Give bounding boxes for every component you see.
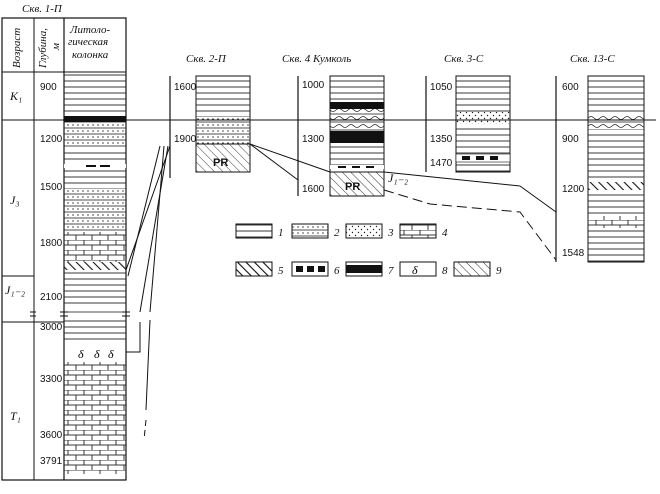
well-2-depth-1600: 1600 (174, 82, 197, 93)
svg-text:1: 1 (278, 227, 284, 239)
legend-item-6: 6 (291, 261, 340, 277)
legend-item-5: 5 (235, 261, 284, 277)
well-2-pr: PR (213, 157, 228, 169)
well-13-depth-1200: 1200 (562, 184, 585, 195)
well-4-depth-1600: 1600 (302, 184, 325, 195)
well-2-depth-1900: 1900 (174, 134, 197, 145)
svg-text:3300: 3300 (40, 374, 63, 385)
svg-text:3: 3 (387, 227, 394, 239)
age-j12: J₁₋₂ (5, 283, 25, 297)
svg-text:1800: 1800 (40, 238, 63, 249)
well-4-depth-1300: 1300 (302, 134, 325, 145)
svg-text:δ: δ (78, 347, 84, 361)
header-lith-2: гическая (68, 36, 108, 48)
svg-text:2100: 2100 (40, 292, 63, 303)
well-3-depth-1350: 1350 (430, 134, 453, 145)
svg-text:2: 2 (334, 227, 340, 239)
legend-item-8: δ 8 (399, 261, 448, 277)
well-3-depth-1050: 1050 (430, 82, 453, 93)
svg-text:900: 900 (40, 82, 57, 93)
well-1-title: Скв. 1-П (22, 3, 63, 15)
legend-item-7: 7 (345, 261, 394, 277)
svg-text:4: 4 (442, 227, 448, 239)
legend-item-2: 2 (291, 223, 340, 239)
well-3-column (425, 75, 511, 173)
svg-text:δ: δ (94, 347, 100, 361)
well-13-title: Скв. 13-С (570, 53, 615, 65)
section-age-j12: J₁₋₂ (388, 171, 408, 185)
age-j3: J₃ (10, 193, 20, 207)
svg-text:9: 9 (496, 265, 502, 277)
well-13-column (555, 75, 645, 263)
svg-text:7: 7 (388, 265, 394, 277)
header-age: Возраст (11, 28, 23, 68)
well-3-depth-1470: 1470 (430, 158, 453, 169)
header-depth: Глубина, (37, 28, 49, 69)
svg-text:3000: 3000 (40, 322, 63, 333)
svg-text:1500: 1500 (40, 182, 63, 193)
well-1-depths: 900 1200 1500 1800 2100 3000 3300 3600 3… (40, 82, 63, 467)
well-3-title: Скв. 3-С (444, 53, 484, 65)
well-4-pr: PR (345, 181, 360, 193)
legend: 1 2 3 4 5 6 7 (235, 223, 502, 277)
well-4-column: PR (297, 75, 385, 197)
svg-text:δ: δ (412, 263, 418, 277)
well-2-title: Скв. 2-П (186, 53, 227, 65)
header-lith-1: Литоло- (69, 24, 111, 36)
age-t1: T₁ (10, 409, 21, 423)
legend-item-9: 9 (453, 261, 502, 277)
well-2-column: PR (169, 75, 251, 178)
legend-item-1: 1 (235, 223, 284, 239)
well-1-breaks (30, 311, 130, 317)
well-1-lithology: δ δ δ (64, 72, 126, 474)
svg-text:3600: 3600 (40, 430, 63, 441)
header-lith-3: колонка (72, 49, 109, 61)
legend-item-4: 4 (399, 223, 448, 239)
svg-text:6: 6 (334, 265, 340, 277)
header-depth-unit: м (50, 43, 62, 51)
svg-text:1200: 1200 (40, 134, 63, 145)
well-4-title: Скв. 4 Кумколь (282, 53, 351, 65)
age-k1: K₁ (9, 89, 22, 103)
correlation-lines (125, 143, 557, 441)
svg-text:5: 5 (278, 265, 284, 277)
well-4-depth-1000: 1000 (302, 80, 325, 91)
well-13-depth-1548: 1548 (562, 248, 585, 259)
well-13-depth-600: 600 (562, 82, 579, 93)
legend-item-3: 3 (345, 223, 394, 239)
svg-text:3791: 3791 (40, 456, 63, 467)
svg-text:8: 8 (442, 265, 448, 277)
svg-text:δ: δ (108, 347, 114, 361)
well-13-depth-900: 900 (562, 134, 579, 145)
